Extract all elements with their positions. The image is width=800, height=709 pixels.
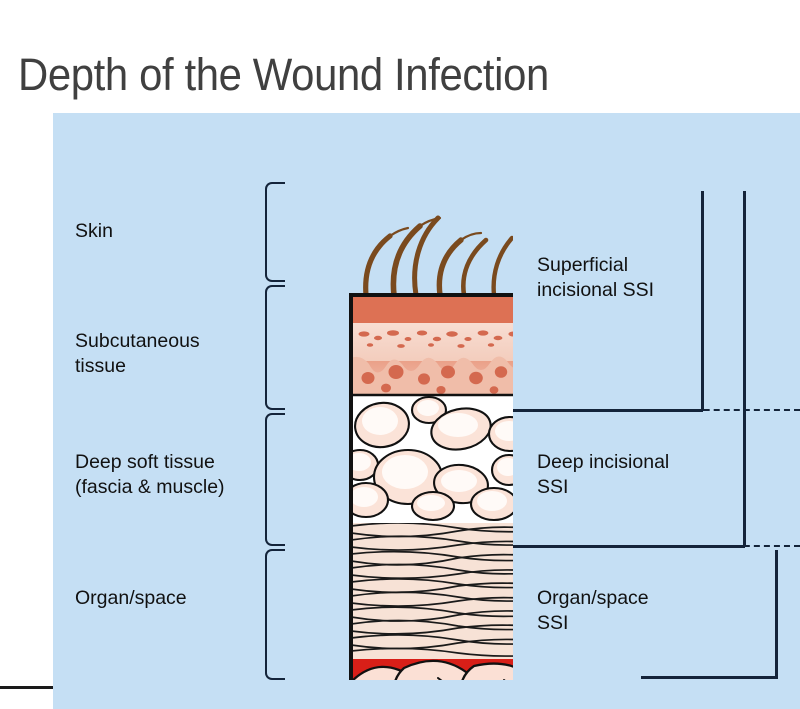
ssi-label-superficial-incisional: Superficial incisional SSI [537,254,655,301]
diagram-panel: Skin Subcutaneous tissue Deep soft tissu… [53,113,800,709]
ssi-connector-superficial-vertical [701,191,704,411]
bracket-subcutaneous-tissue [265,285,285,410]
dermal-papillae [351,356,513,395]
layer-label-organ-space: Organ/space [75,587,187,609]
anatomy-cross-section-illustration [298,182,513,680]
organ-space-layer [351,659,513,680]
ssi-connector-deep-foot [513,545,745,548]
adipocyte-highlights [351,400,513,511]
hair-shafts [363,215,513,298]
muscle-fibers [351,523,513,657]
skin-layer [351,295,513,395]
bracket-organ-space [265,549,285,680]
ssi-connector-organ-vertical [775,550,778,678]
ssi-connector-superficial-foot [513,409,703,412]
illustration-frame [349,293,513,680]
ssi-label-deep-incisional: Deep incisional SSI [537,451,670,498]
ssi-connector-organ-foot [641,676,778,679]
bracket-deep-soft-tissue [265,413,285,546]
subcutaneous-fat-layer [351,395,513,523]
dermal-blobs [361,365,508,394]
fascia-muscle-layer [351,523,513,659]
dermis-speckles [358,330,513,348]
layer-label-subcutaneous-tissue: Subcutaneous tissue [75,330,200,377]
layer-label-skin: Skin [75,220,113,242]
bowel-loops [351,659,513,680]
bracket-skin [265,182,285,282]
bowel-creases [437,677,506,680]
ssi-label-organ-space: Organ/space SSI [537,587,649,634]
layer-label-deep-soft-tissue: Deep soft tissue (fascia & muscle) [75,451,225,498]
page-title: Depth of the Wound Infection [18,49,549,100]
footer-rule [0,686,54,689]
ssi-connector-deep-vertical [743,191,746,547]
